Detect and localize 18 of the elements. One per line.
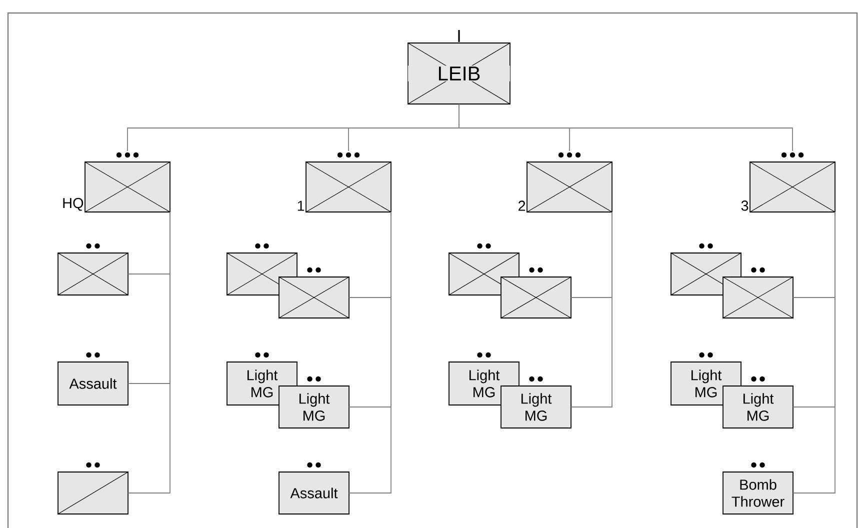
unit-symbol bbox=[58, 243, 128, 296]
connector-line bbox=[458, 104, 793, 152]
connector-line bbox=[128, 212, 170, 494]
unit-symbol bbox=[306, 152, 392, 212]
unit-symbol bbox=[500, 267, 572, 318]
unit-symbol bbox=[58, 462, 128, 514]
connector-line bbox=[792, 212, 836, 494]
unit-number: 2 bbox=[518, 200, 526, 211]
unit-number: 1 bbox=[298, 200, 304, 211]
unit-symbol bbox=[722, 267, 794, 318]
unit-symbol bbox=[526, 152, 612, 212]
unit-number: 3 bbox=[741, 200, 748, 211]
unit-symbol bbox=[278, 267, 350, 318]
unit-number: HQ bbox=[63, 198, 84, 211]
connector-line bbox=[348, 212, 392, 494]
connector-line bbox=[570, 212, 612, 408]
unit-symbol bbox=[750, 152, 836, 212]
unit-symbol bbox=[84, 152, 170, 212]
